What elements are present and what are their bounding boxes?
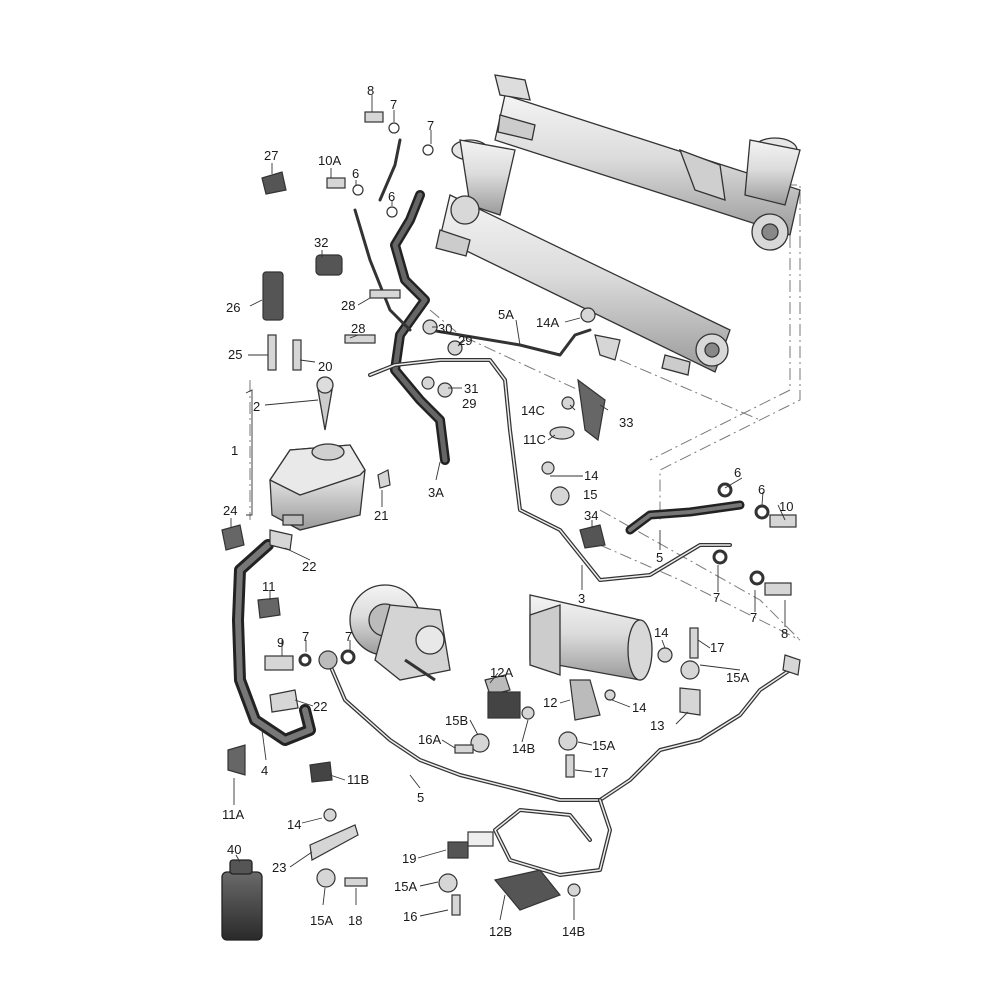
- callout-17: 17: [710, 640, 725, 655]
- callout-15A: 15A: [726, 670, 750, 685]
- callout-14B: 14B: [562, 924, 586, 939]
- fluid-reservoir: [269, 376, 366, 531]
- callout-7: 7: [713, 590, 721, 605]
- callout-16: 16: [403, 909, 418, 924]
- callout-24: 24: [223, 503, 238, 518]
- callout-34: 34: [584, 508, 599, 523]
- callout-11: 11: [262, 579, 276, 594]
- callout-32: 32: [314, 235, 329, 250]
- callout-12: 12: [543, 695, 558, 710]
- hoses-and-pipes: [232, 138, 792, 877]
- callout-14C: 14C: [521, 403, 545, 418]
- callout-6: 6: [758, 482, 766, 497]
- callout-3A: 3A: [428, 485, 444, 500]
- steering-rack: [435, 74, 801, 376]
- callout-19: 19: [402, 851, 417, 866]
- callout-10: 10: [779, 499, 794, 514]
- callout-14: 14: [584, 468, 599, 483]
- callout-1: 1: [231, 443, 239, 458]
- callout-14: 14: [287, 817, 302, 832]
- callout-6: 6: [734, 465, 742, 480]
- callout-27: 27: [264, 148, 279, 163]
- callout-29: 29: [458, 333, 473, 348]
- hardware-parts: [221, 111, 801, 916]
- callout-2: 2: [253, 399, 261, 414]
- callout-33: 33: [619, 415, 634, 430]
- callout-5: 5: [656, 550, 664, 565]
- callout-14: 14: [632, 700, 647, 715]
- callout-15A: 15A: [394, 879, 418, 894]
- callout-15A: 15A: [310, 913, 334, 928]
- callout-22: 22: [302, 559, 317, 574]
- callout-3: 3: [578, 591, 586, 606]
- callout-11C: 11C: [523, 432, 546, 447]
- callout-7: 7: [750, 610, 758, 625]
- callout-5A: 5A: [498, 307, 514, 322]
- callout-6: 6: [388, 189, 396, 204]
- callout-16A: 16A: [418, 732, 442, 747]
- callout-15B: 15B: [445, 713, 469, 728]
- leader-lines: [230, 95, 786, 921]
- callout-14A: 14A: [536, 315, 560, 330]
- callout-12B: 12B: [489, 924, 513, 939]
- callout-7: 7: [302, 629, 310, 644]
- callout-8: 8: [367, 83, 375, 98]
- callout-6: 6: [352, 166, 360, 181]
- callout-20: 20: [318, 359, 333, 374]
- callout-25: 25: [228, 347, 243, 362]
- callout-13: 13: [650, 718, 665, 733]
- callout-28: 28: [351, 321, 366, 336]
- power-steering-pump: [349, 584, 451, 682]
- callout-40: 40: [227, 842, 242, 857]
- callout-23: 23: [272, 860, 287, 875]
- callout-7: 7: [345, 629, 353, 644]
- callout-9: 9: [277, 635, 285, 650]
- callout-14B: 14B: [512, 741, 536, 756]
- callout-15A: 15A: [592, 738, 616, 753]
- callout-4: 4: [261, 763, 269, 778]
- callout-21: 21: [374, 508, 389, 523]
- callout-17: 17: [594, 765, 609, 780]
- callout-7: 7: [390, 97, 398, 112]
- callout-15: 15: [583, 487, 598, 502]
- callout-10A: 10A: [318, 153, 342, 168]
- callout-30: 30: [438, 321, 453, 336]
- callout-28: 28: [341, 298, 356, 313]
- callout-5: 5: [417, 790, 425, 805]
- callout-31: 31: [464, 381, 479, 396]
- callout-14: 14: [654, 625, 669, 640]
- callout-11A: 11A: [222, 807, 245, 822]
- callout-18: 18: [348, 913, 363, 928]
- callout-8: 8: [781, 626, 789, 641]
- callout-29: 29: [462, 396, 477, 411]
- callout-7: 7: [427, 118, 435, 133]
- callout-12A: 12A: [490, 665, 514, 680]
- pump-motor: [529, 594, 653, 681]
- callout-26: 26: [226, 300, 241, 315]
- callout-22: 22: [313, 699, 328, 714]
- oil-bottle: [221, 859, 263, 941]
- callout-11B: 11B: [347, 772, 370, 787]
